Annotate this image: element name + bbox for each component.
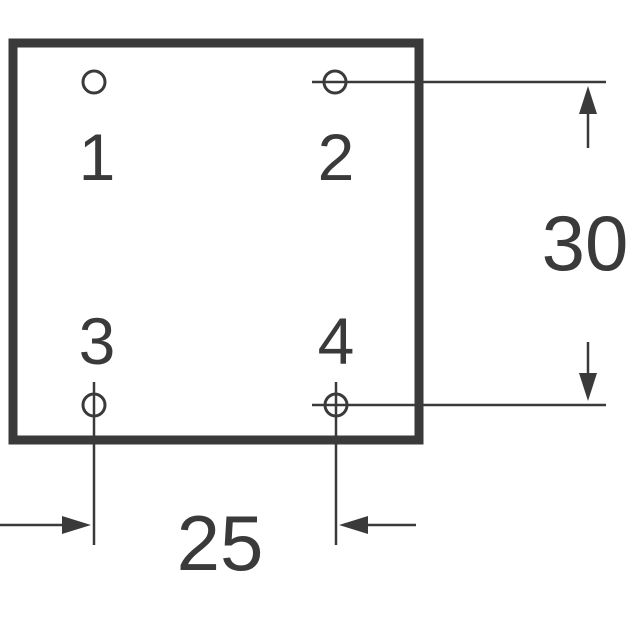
vertical-dimension-label: 30 <box>542 199 629 287</box>
pin-1-hole <box>81 69 107 95</box>
vertical-dim-arrow-bottom-head <box>579 373 597 401</box>
pin-1-label: 1 <box>79 120 116 194</box>
pin-3-label: 3 <box>79 304 116 378</box>
pin-2-label: 2 <box>318 120 355 194</box>
pin-4-label: 4 <box>318 304 355 378</box>
vertical-dim-arrow-top-head <box>579 86 597 114</box>
horizontal-dim-arrow-left-head <box>62 516 91 534</box>
horizontal-dimension-label: 25 <box>177 499 264 587</box>
component-body-outline <box>8 38 424 445</box>
horizontal-dim-arrow-right-head <box>339 516 368 534</box>
